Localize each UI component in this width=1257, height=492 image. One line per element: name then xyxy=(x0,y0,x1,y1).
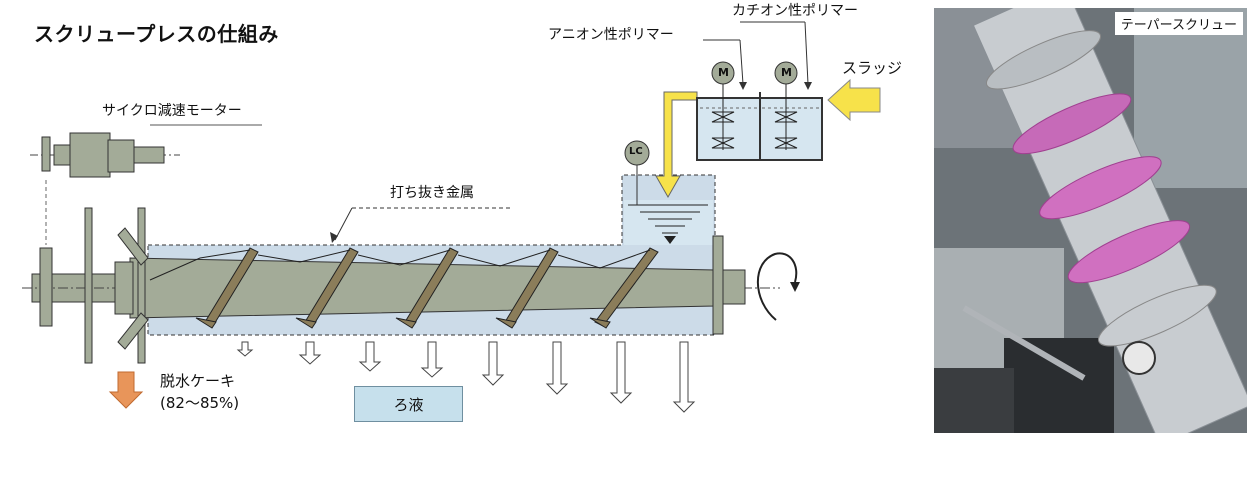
photo-caption: テーパースクリュー xyxy=(1114,12,1243,35)
cake-moisture-label: (82〜85%) xyxy=(160,394,240,412)
left-bearings xyxy=(39,207,149,364)
filtrate-label: ろ液 xyxy=(393,395,424,414)
lc-label: LC xyxy=(629,146,643,157)
sludge-arrow xyxy=(827,78,881,122)
motor-label: サイクロ減速モーター xyxy=(102,103,242,119)
polymer-tanks xyxy=(696,61,823,161)
flight-back-edges xyxy=(149,249,651,281)
cationic-polymer-label: カチオン性ポリマー xyxy=(732,3,858,19)
cake-arrow xyxy=(108,371,144,409)
punched-metal-label: 打ち抜き金属 xyxy=(390,185,474,201)
mixer-m-label-1: M xyxy=(718,66,729,79)
mixer-motor-2 xyxy=(774,61,798,85)
feed-tank-water xyxy=(624,200,713,245)
photo-illustration xyxy=(934,8,1247,433)
discharge-end-plate xyxy=(712,235,724,335)
reducer-motor xyxy=(30,132,180,178)
filtrate-box: ろ液 xyxy=(354,386,463,422)
rotation-arrow xyxy=(756,252,798,321)
cake-label: 脱水ケーキ xyxy=(160,372,236,390)
level-controller xyxy=(624,140,650,205)
mixer-m-label-2: M xyxy=(781,66,792,79)
page-title: スクリュープレスの仕組み xyxy=(34,22,279,46)
filtrate-arrows xyxy=(236,341,696,413)
sludge-label: スラッジ xyxy=(842,59,903,77)
taper-screw-photo: テーパースクリュー xyxy=(934,8,1247,433)
punched-metal-leader xyxy=(334,207,353,241)
mixer-motor-1 xyxy=(711,61,735,85)
screw-press-diagram xyxy=(22,21,881,413)
feed-pipe xyxy=(655,91,698,199)
anionic-polymer-label: アニオン性ポリマー xyxy=(548,27,674,43)
screw-flights xyxy=(195,247,659,329)
